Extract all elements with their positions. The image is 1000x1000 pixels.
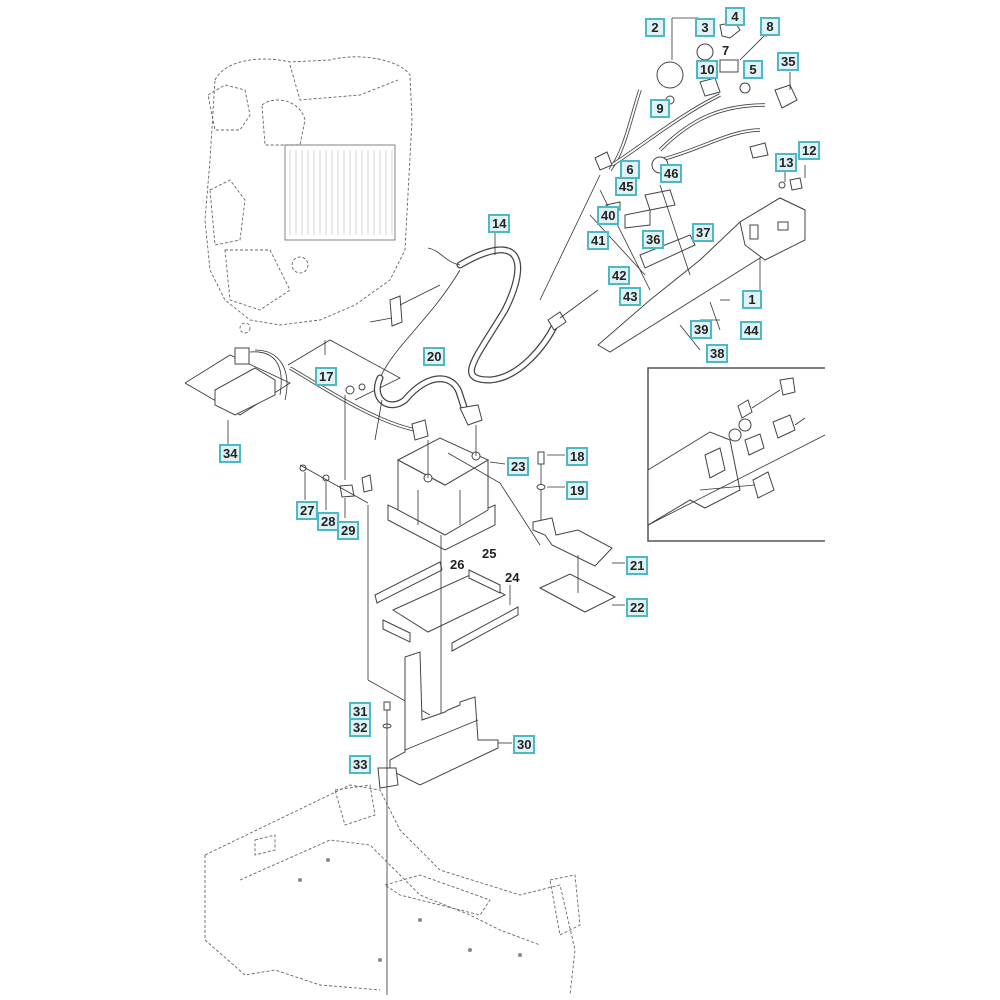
callout-33[interactable]: 33: [349, 755, 372, 774]
callout-29[interactable]: 29: [337, 521, 360, 540]
switch-harness-part: [594, 17, 798, 174]
callout-5[interactable]: 5: [743, 60, 763, 79]
callout-21[interactable]: 21: [626, 556, 649, 575]
callout-27[interactable]: 27: [296, 501, 319, 520]
callout-2[interactable]: 2: [645, 18, 665, 37]
engine-phantom: [204, 56, 413, 334]
callout-35[interactable]: 35: [777, 52, 800, 71]
frame-phantom: [204, 784, 581, 996]
callout-22[interactable]: 22: [626, 598, 649, 617]
callout-26[interactable]: 26: [450, 557, 465, 572]
callout-7[interactable]: 7: [722, 43, 730, 58]
callout-45[interactable]: 45: [615, 177, 638, 196]
callout-25[interactable]: 25: [482, 546, 497, 561]
callout-8[interactable]: 8: [760, 17, 780, 36]
callout-30[interactable]: 30: [513, 735, 536, 754]
callout-10[interactable]: 10: [696, 60, 719, 79]
callout-14[interactable]: 14: [488, 214, 511, 233]
callout-40[interactable]: 40: [597, 206, 620, 225]
callout-23[interactable]: 23: [507, 457, 530, 476]
battery-part: [387, 425, 541, 551]
callout-24[interactable]: 24: [505, 570, 520, 585]
callout-1[interactable]: 1: [742, 290, 762, 309]
callout-34[interactable]: 34: [219, 444, 242, 463]
callout-17[interactable]: 17: [315, 367, 338, 386]
callout-13[interactable]: 13: [775, 153, 798, 172]
engine-connector: [287, 284, 441, 401]
callout-37[interactable]: 37: [692, 223, 715, 242]
callout-42[interactable]: 42: [608, 266, 631, 285]
callout-20[interactable]: 20: [423, 347, 446, 366]
callout-44[interactable]: 44: [740, 321, 763, 340]
callout-43[interactable]: 43: [619, 287, 642, 306]
hold-down-part: [532, 451, 625, 613]
callout-18[interactable]: 18: [566, 447, 589, 466]
cables-part: [289, 366, 483, 493]
callout-39[interactable]: 39: [690, 320, 713, 339]
callout-12[interactable]: 12: [798, 141, 821, 160]
foam-pads-part: [374, 535, 519, 740]
callout-41[interactable]: 41: [587, 231, 610, 250]
callout-9[interactable]: 9: [650, 99, 670, 118]
callout-46[interactable]: 46: [660, 164, 683, 183]
callout-38[interactable]: 38: [706, 344, 729, 363]
detail-inset: [647, 367, 826, 542]
callout-32[interactable]: 32: [349, 718, 372, 737]
instrument-panel-part: [589, 165, 806, 353]
voltage-regulator-part: [184, 347, 291, 445]
callout-4[interactable]: 4: [725, 7, 745, 26]
battery-tray-part: [377, 651, 512, 995]
callout-3[interactable]: 3: [695, 18, 715, 37]
callout-19[interactable]: 19: [566, 481, 589, 500]
wiring-harness-part: [379, 174, 601, 384]
callout-36[interactable]: 36: [642, 230, 665, 249]
